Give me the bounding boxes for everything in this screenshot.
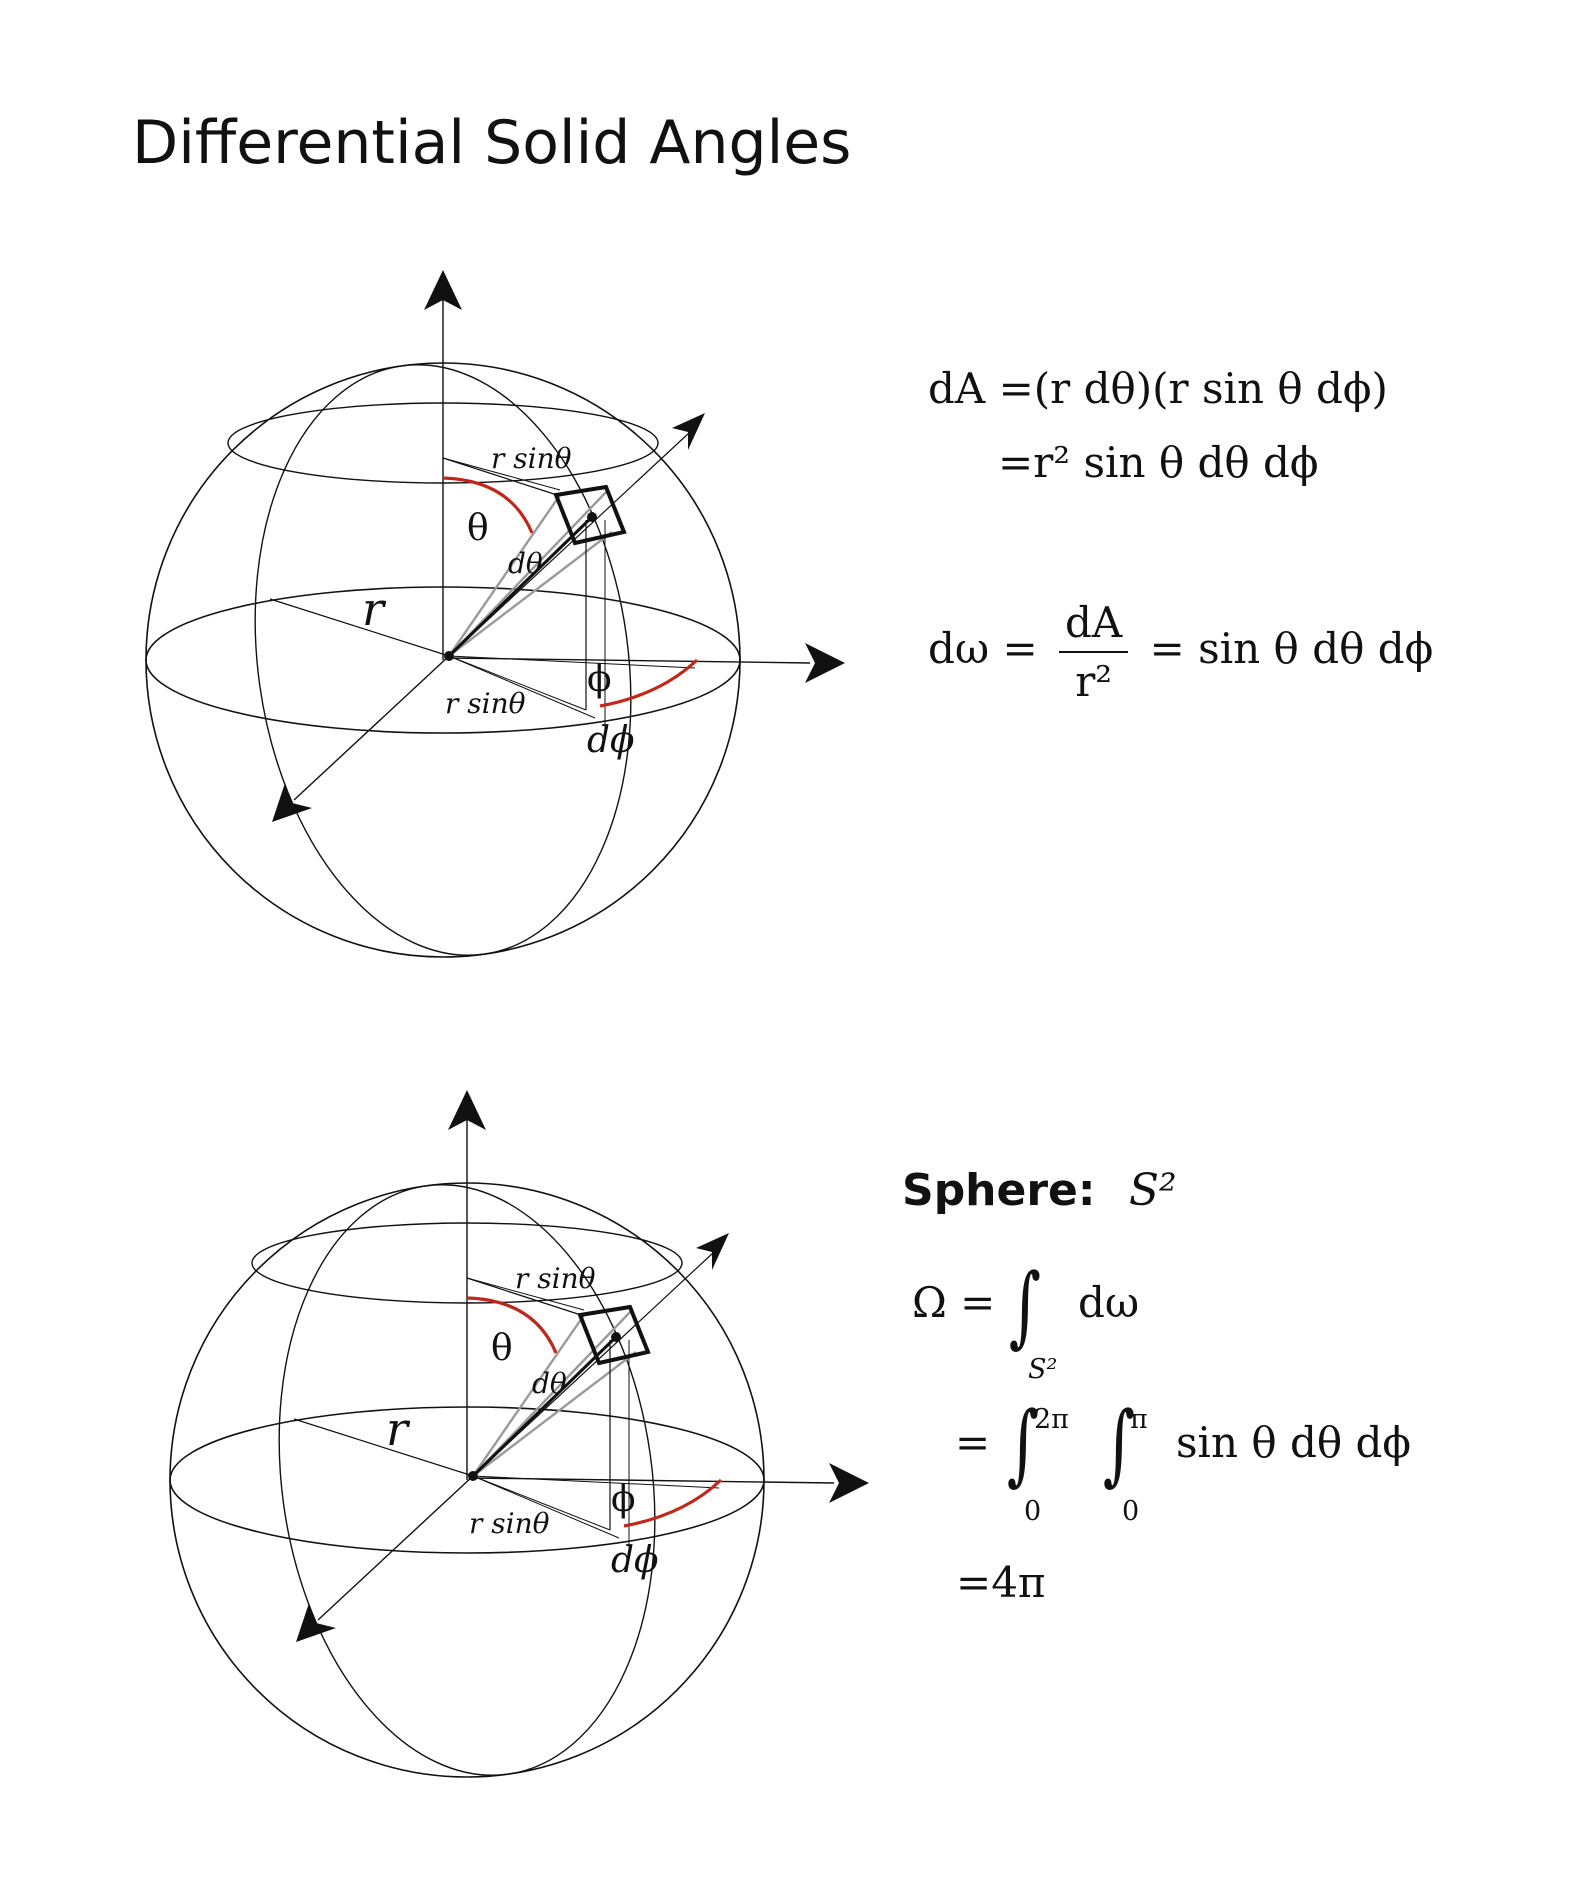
- r-line: [293, 1418, 474, 1477]
- label-d-phi: dϕ: [611, 1540, 659, 1581]
- label-d-theta: dθ: [532, 1367, 567, 1400]
- label-r-sin-theta-bottom: r sinθ: [469, 1507, 550, 1540]
- meridian-ellipse: [254, 364, 632, 956]
- label-r-sin-theta-top: r sinθ: [515, 1262, 596, 1295]
- page-title: Differential Solid Angles: [132, 108, 852, 178]
- label-theta: θ: [491, 1328, 513, 1369]
- eq-dA-line1: dA =(r dθ)(r sin θ dϕ): [928, 364, 1388, 413]
- eq-omega-integrand: dω: [1078, 1278, 1140, 1327]
- label-r: r: [386, 1402, 411, 1456]
- eq-dA-lhs: dA: [928, 364, 986, 413]
- integral-sign-icon: ∫: [1102, 1392, 1135, 1495]
- integral-sign-icon: ∫: [1006, 1392, 1039, 1495]
- z-axis-arrow-icon: [448, 1090, 486, 1130]
- y-axis-arrow-icon: [296, 1603, 336, 1642]
- eq-domega-rhs: = sin θ dθ dϕ: [1149, 624, 1434, 673]
- eq-domega-numerator: dA: [1059, 598, 1129, 653]
- patch-center-dot: [587, 512, 597, 522]
- eq-domega: dω = dA r² = sin θ dθ dϕ: [928, 598, 1433, 706]
- patch-center-dot: [611, 1332, 621, 1342]
- x-axis-arrow-icon: [805, 643, 845, 683]
- label-phi: ϕ: [611, 1479, 636, 1520]
- sphere-label: Sphere:: [902, 1165, 1096, 1216]
- eq-line3: =4π: [956, 1558, 1046, 1607]
- z-axis-arrow-icon: [424, 270, 462, 310]
- label-r: r: [362, 582, 387, 636]
- phi-arc: [623, 1478, 723, 1528]
- sphere-heading: Sphere: S²: [902, 1165, 1177, 1216]
- label-d-theta: dθ: [508, 547, 543, 580]
- eq-upper-limit-2: π: [1130, 1404, 1148, 1435]
- phi-arc: [599, 658, 699, 708]
- eq-line2-equals: =: [955, 1418, 991, 1467]
- area-patch: [577, 1304, 651, 1366]
- label-phi: ϕ: [587, 659, 612, 700]
- label-r-sin-theta-top: r sinθ: [491, 442, 572, 475]
- eq-omega-domain: S²: [1028, 1354, 1058, 1385]
- theta-arc: [466, 1296, 558, 1354]
- y-axis: [293, 655, 450, 801]
- eq-domega-fraction: dA r²: [1059, 598, 1129, 706]
- center-ray: [471, 1335, 618, 1478]
- area-patch: [553, 484, 627, 546]
- eq-domega-denominator: r²: [1075, 657, 1113, 706]
- eq-upper-limit-1: 2π: [1034, 1404, 1069, 1435]
- eq-lower-limit-1: 0: [1024, 1496, 1042, 1527]
- radial-ray-arrow-icon: [696, 1233, 729, 1270]
- eq-dA-rhs: =(r dθ)(r sin θ dϕ): [998, 364, 1388, 413]
- center-ray: [447, 515, 594, 658]
- meridian-ellipse: [278, 1184, 656, 1776]
- sphere-symbol: S²: [1128, 1165, 1177, 1216]
- x-axis-arrow-icon: [829, 1463, 869, 1503]
- eq-omega-lhs: Ω =: [912, 1278, 996, 1327]
- theta-arc: [442, 476, 534, 534]
- y-axis: [317, 1475, 474, 1621]
- integral-sign-icon: ∫: [1008, 1254, 1041, 1357]
- label-theta: θ: [467, 508, 489, 549]
- y-axis-arrow-icon: [272, 783, 312, 822]
- radial-ray-arrow-icon: [672, 413, 705, 450]
- eq-dA-line2: =r² sin θ dθ dϕ: [998, 438, 1319, 487]
- eq-lower-limit-2: 0: [1122, 1496, 1140, 1527]
- label-d-phi: dϕ: [587, 720, 635, 761]
- eq-domega-lhs: dω =: [928, 624, 1038, 673]
- eq-line2-integrand: sin θ dθ dϕ: [1176, 1418, 1412, 1467]
- label-r-sin-theta-bottom: r sinθ: [445, 687, 526, 720]
- r-line: [269, 598, 450, 657]
